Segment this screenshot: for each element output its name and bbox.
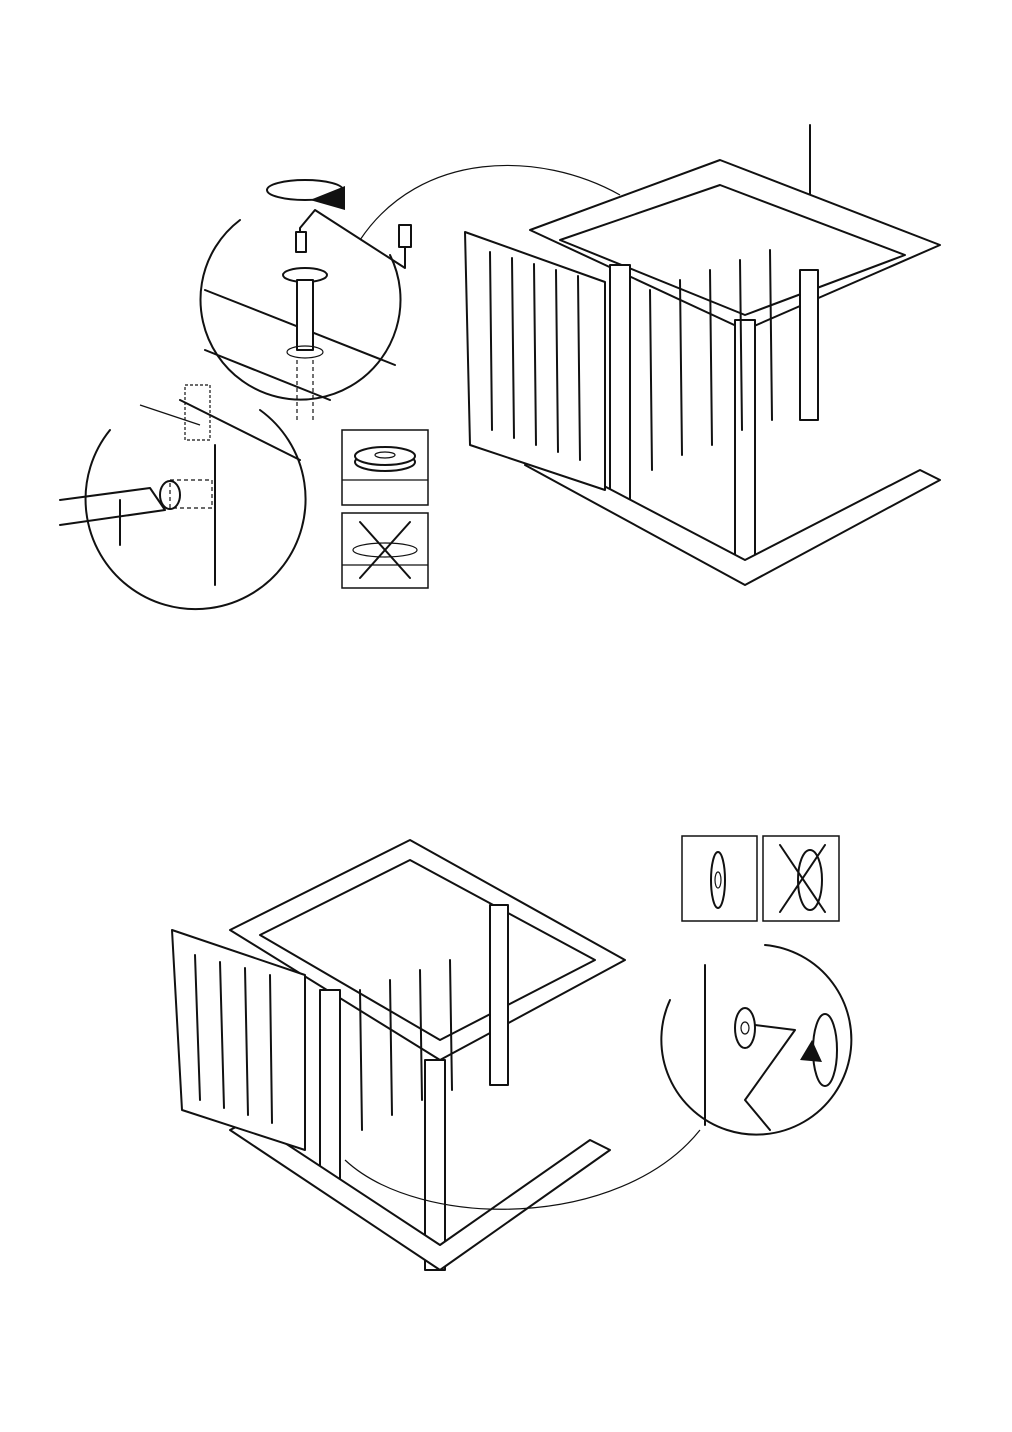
callout-curve-7 [359, 164, 621, 241]
incorrect-box-8 [762, 835, 840, 922]
chair-illustration-8 [171, 839, 626, 1271]
chair-illustration-7 [464, 124, 941, 586]
slats [489, 249, 773, 471]
screwdriver [59, 487, 166, 526]
allen-key-icon [744, 1024, 796, 1131]
cap-nut [734, 1007, 756, 1049]
incorrect-box-7 [341, 512, 429, 589]
cap-nut-icon [710, 851, 726, 909]
incorrect-cross-icon [359, 521, 411, 579]
incorrect-cross-icon [779, 844, 826, 913]
slats [194, 954, 453, 1131]
barrel-nut [159, 480, 181, 510]
rotate-arrow-icon [800, 1013, 838, 1087]
rotate-arrow-icon [266, 179, 345, 210]
detail-circle-top-7 [199, 179, 412, 420]
bolt-shaft [296, 279, 314, 351]
correct-box-8 [681, 835, 758, 922]
detail-circle-8 [660, 944, 853, 1136]
correct-box-7 [341, 429, 429, 506]
allen-key-icon [299, 209, 406, 269]
wooden-dowel-icon [797, 849, 823, 911]
detail-circle-bottom-7 [59, 384, 307, 611]
callout-curve-8 [344, 1129, 701, 1210]
